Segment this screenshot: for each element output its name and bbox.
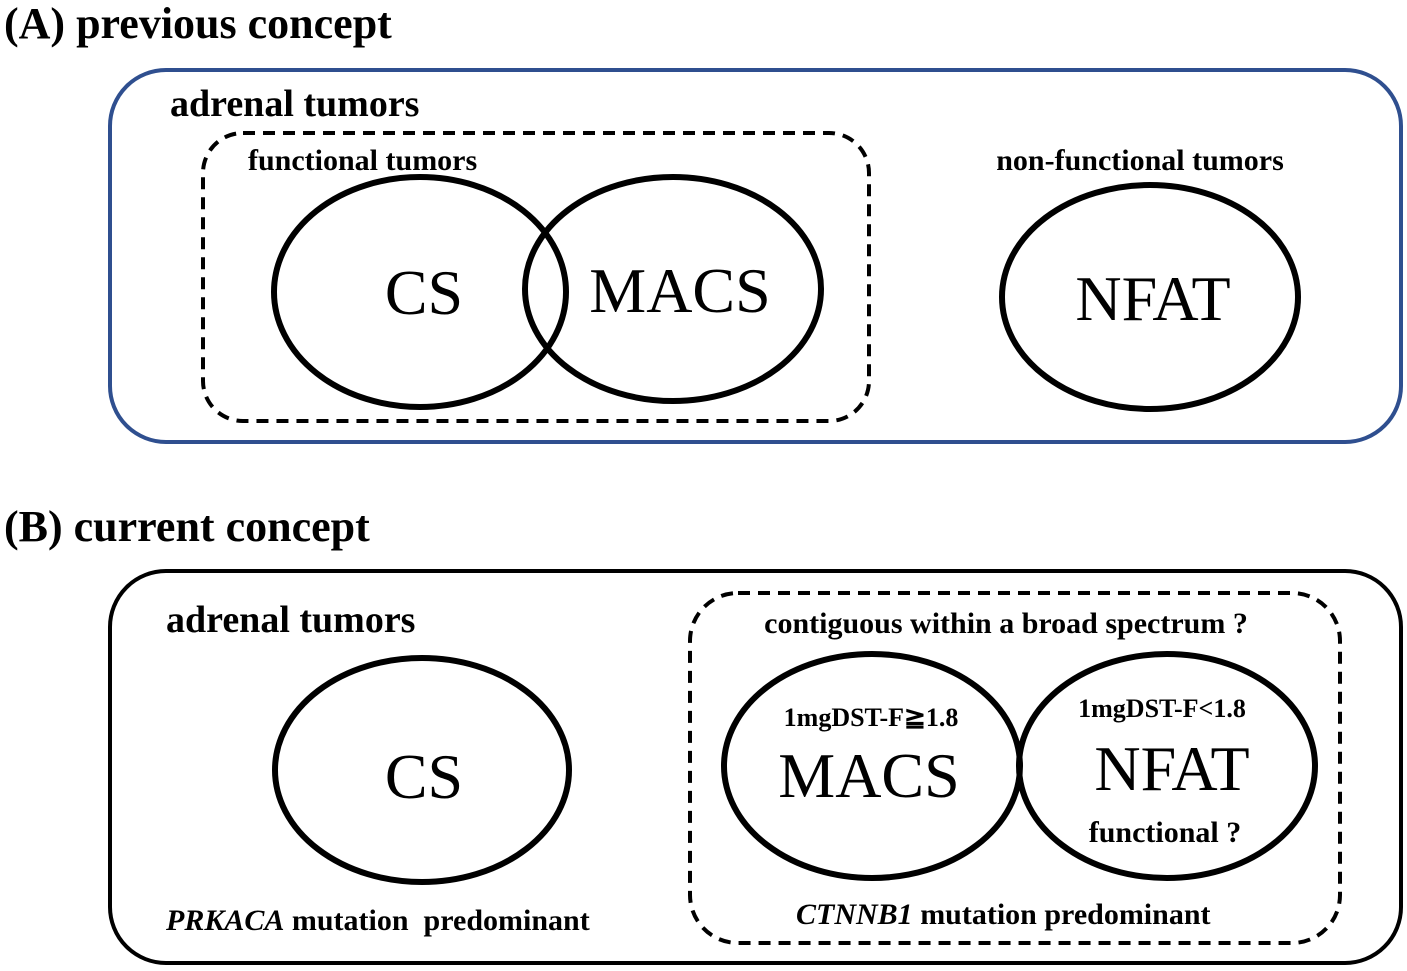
panel-a-macs-circle [522, 174, 824, 404]
panel-a-nfat-circle [999, 182, 1301, 412]
panel-b-outer-box [108, 569, 1403, 965]
prkaca-suffix: mutation predominant [284, 904, 589, 937]
panel-b-adrenal-label: adrenal tumors [166, 599, 415, 641]
panel-b-cs-label: CS [385, 741, 463, 812]
panel-b-nfat-circle [1016, 651, 1318, 881]
panel-b-cs-circle [272, 655, 572, 885]
panel-a-cs-circle [271, 174, 569, 410]
spectrum-label: contiguous within a broad spectrum ? [764, 607, 1248, 640]
functional-tumors-label: functional tumors [248, 144, 477, 177]
panel-a-cs-label: CS [385, 257, 463, 328]
panel-a-adrenal-label: adrenal tumors [170, 83, 419, 125]
panel-a-macs-label: MACS [589, 255, 770, 326]
ctnnb1-suffix: mutation predominant [913, 898, 1211, 931]
nfat-functional-note: functional ? [1089, 816, 1242, 849]
prkaca-gene: PRKACA [165, 904, 284, 937]
nfat-threshold-label: 1mgDST-F<1.8 [1078, 694, 1246, 723]
panel-b-nfat-label: NFAT [1094, 733, 1249, 804]
panel-b-macs-label: MACS [778, 740, 959, 811]
non-functional-tumors-label: non-functional tumors [996, 144, 1284, 177]
panel-a-nfat-label: NFAT [1075, 263, 1230, 334]
panel-a-heading: (A) previous concept [4, 0, 392, 48]
panel-a-outer-box [108, 68, 1403, 444]
macs-threshold-label: 1mgDST-F≧1.8 [784, 703, 959, 732]
ctnnb1-gene: CTNNB1 [796, 898, 913, 931]
ctnnb1-mutation-label: CTNNB1 mutation predominant [796, 898, 1211, 931]
prkaca-mutation-label: PRKACA mutation predominant [165, 904, 590, 937]
panel-b-heading: (B) current concept [4, 502, 370, 551]
